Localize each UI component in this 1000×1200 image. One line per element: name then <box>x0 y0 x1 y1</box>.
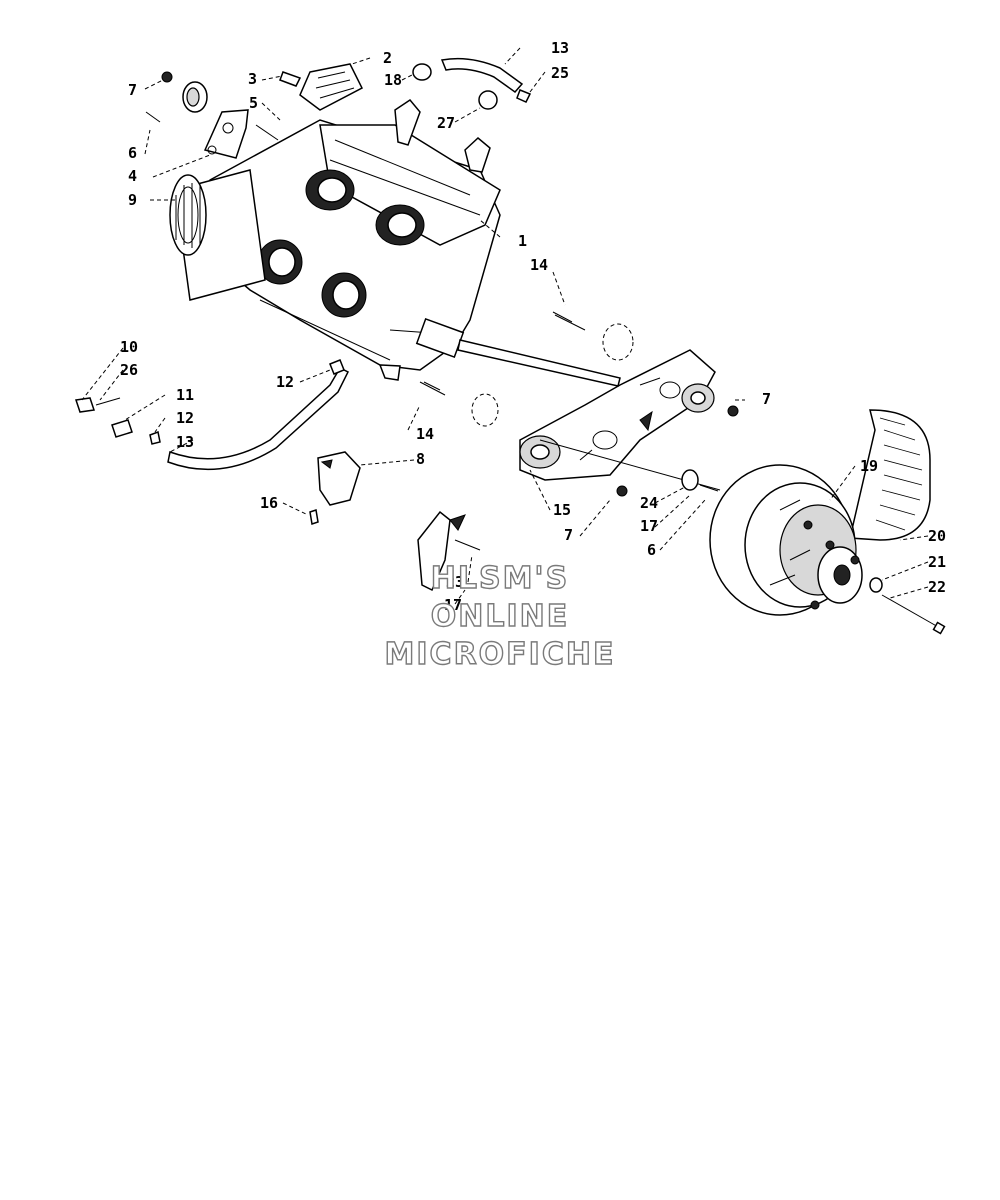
callout-25: 25 <box>551 64 569 82</box>
callout-9: 9 <box>128 191 137 209</box>
callout-14-upper: 14 <box>530 256 548 274</box>
hose-top <box>440 57 524 94</box>
bolt-6-lower <box>699 484 719 492</box>
bracket-part-23 <box>417 510 466 592</box>
callout-21: 21 <box>928 553 946 571</box>
callout-labels: 1 2 3 4 5 6 6 7 7 7 8 9 10 11 12 12 13 1… <box>120 39 946 614</box>
watermark-line-1: HLSM'S <box>431 561 569 596</box>
fitting-part-25 <box>516 89 532 103</box>
callout-2: 2 <box>383 49 392 67</box>
drive-clutch <box>709 464 863 616</box>
watermark-line-2: ONLINE <box>431 599 570 634</box>
screw-part-16 <box>309 509 319 525</box>
bracket-part-8 <box>317 451 361 506</box>
watermark-line-3: MICROFICHE <box>385 637 616 672</box>
bolt-part-5 <box>255 124 279 141</box>
fitting-part-11 <box>111 419 133 438</box>
callout-8: 8 <box>416 450 425 468</box>
callout-6-lower: 6 <box>647 541 656 559</box>
engine-mount-plate <box>203 109 249 159</box>
callout-19: 19 <box>860 457 878 475</box>
callout-7-right: 7 <box>762 390 771 408</box>
callout-7-lower: 7 <box>564 526 573 544</box>
callout-12-upper: 12 <box>276 373 294 391</box>
callout-12-lower: 12 <box>176 409 194 427</box>
bolt-part-17-lower <box>454 539 481 551</box>
callout-17-right: 17 <box>640 517 658 535</box>
callout-7-top: 7 <box>128 81 137 99</box>
watermark: HLSM'S ONLINE MICROFICHE <box>384 560 616 672</box>
callout-18: 18 <box>384 71 402 89</box>
clutch-bolt-part-22 <box>881 594 941 629</box>
callout-17-lower: 17 <box>444 596 462 614</box>
callout-13-lower: 13 <box>176 433 194 451</box>
callout-14-lower: 14 <box>416 425 434 443</box>
part-26 <box>95 397 121 406</box>
nut-top-left <box>161 71 173 83</box>
callout-11: 11 <box>176 386 194 404</box>
callout-13-top: 13 <box>551 39 569 57</box>
callout-20: 20 <box>928 527 946 545</box>
callout-24: 24 <box>640 494 658 512</box>
damper-washer-lower <box>419 381 499 427</box>
lift-handle <box>299 63 363 111</box>
fitting-part-10 <box>75 397 95 413</box>
callout-10: 10 <box>120 338 138 356</box>
clamp-part-12-upper <box>329 359 345 375</box>
callout-22: 22 <box>928 578 946 596</box>
clamp-part-27 <box>478 90 498 110</box>
damper-washer-upper <box>554 314 634 361</box>
bracket-part-3 <box>279 71 302 87</box>
callout-3: 3 <box>248 70 257 88</box>
nut-right <box>727 405 739 417</box>
leader-lines <box>81 47 929 605</box>
nut-lower <box>616 485 628 497</box>
bolt-part-6-top <box>145 111 161 123</box>
callout-4: 4 <box>128 167 137 185</box>
callout-1: 1 <box>518 232 527 250</box>
callout-5: 5 <box>249 94 258 112</box>
callout-27: 27 <box>437 114 455 132</box>
mount-arm <box>457 339 621 387</box>
bushing-top <box>182 81 208 113</box>
washer-part-21 <box>869 577 883 593</box>
callout-15: 15 <box>553 501 571 519</box>
bolt-14-lower <box>423 381 441 391</box>
spacer-part-24 <box>681 469 699 491</box>
bolt-14-upper <box>552 311 573 323</box>
clamp-part-18 <box>412 63 432 81</box>
callout-6-top: 6 <box>128 144 137 162</box>
hose-lower <box>167 367 350 471</box>
drive-belt <box>849 409 931 541</box>
callout-26: 26 <box>120 361 138 379</box>
clamp-part-12-lower <box>149 430 161 445</box>
callout-23: 23 <box>446 573 464 591</box>
engine-assembly <box>169 119 501 381</box>
callout-16: 16 <box>260 494 278 512</box>
